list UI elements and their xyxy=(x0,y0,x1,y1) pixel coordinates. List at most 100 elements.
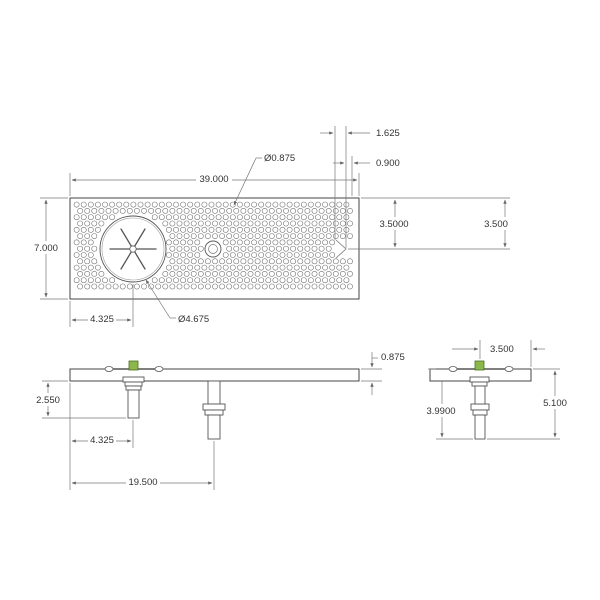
tray-hole xyxy=(222,264,229,271)
tray-hole xyxy=(329,252,336,258)
dim-plate-thickness: 0.875 xyxy=(381,352,405,363)
tray-hole xyxy=(300,214,307,221)
tray-hole xyxy=(176,208,183,214)
tray-hole xyxy=(290,258,296,265)
tray-hole xyxy=(87,226,94,233)
dim-rinser-depth: 2.550 xyxy=(36,395,60,406)
tray-hole xyxy=(329,239,336,246)
tray-hole xyxy=(254,208,261,214)
tray-hole xyxy=(212,258,218,265)
tray-hole xyxy=(187,277,194,284)
tray-hole xyxy=(293,252,300,258)
tray-hole xyxy=(212,233,218,239)
tray-hole xyxy=(187,214,194,221)
tray-hole xyxy=(137,201,144,208)
rinser-side xyxy=(448,360,514,440)
tray-hole xyxy=(233,245,240,252)
tray-hole xyxy=(293,214,300,221)
tray-hole xyxy=(272,226,279,233)
dim-overall-width: 7.000 xyxy=(34,243,58,254)
tray-hole xyxy=(304,245,311,252)
tray-hole xyxy=(91,245,98,252)
arrow-mark xyxy=(335,239,347,259)
tray-hole xyxy=(158,214,165,221)
tray-hole xyxy=(279,201,286,208)
tray-hole xyxy=(240,208,247,214)
tray-hole xyxy=(258,277,265,284)
tray-hole xyxy=(265,239,272,246)
tray-hole xyxy=(315,239,321,246)
tray-hole xyxy=(268,208,275,214)
tray-hole xyxy=(237,252,243,258)
tray-hole xyxy=(340,258,346,265)
tray-hole xyxy=(226,233,233,239)
tray-hole xyxy=(119,208,126,214)
tray-hole xyxy=(173,214,179,221)
tray-hole xyxy=(208,277,215,284)
tray-hole xyxy=(208,214,215,221)
tray-hole xyxy=(151,201,158,208)
tray-hole xyxy=(283,245,289,252)
tray-hole xyxy=(329,214,336,221)
tray-hole xyxy=(251,264,257,271)
tray-hole xyxy=(240,283,247,290)
tray-hole xyxy=(297,233,304,239)
tray-hole xyxy=(322,252,328,258)
tray-hole xyxy=(279,277,286,284)
tray-hole xyxy=(251,214,257,221)
tray-hole xyxy=(201,277,208,284)
tray-hole xyxy=(322,201,328,208)
tray-hole xyxy=(119,283,126,290)
tray-hole xyxy=(169,258,176,265)
tray-hole xyxy=(244,201,250,208)
tray-hole xyxy=(126,283,133,290)
tray-hole xyxy=(229,252,236,258)
tray-hole xyxy=(180,226,186,233)
tray-hole xyxy=(226,258,233,265)
dim-side-overall-depth: 5.100 xyxy=(543,398,567,409)
rinser-hub xyxy=(129,245,137,253)
dim-side-top-offset: 3.500 xyxy=(490,344,514,355)
tray-hole xyxy=(308,264,314,271)
tray-hole xyxy=(183,258,190,265)
tray-hole xyxy=(283,220,289,227)
tray-hole xyxy=(98,208,105,214)
tray-hole xyxy=(315,214,321,221)
tray-hole xyxy=(141,208,147,214)
tray-hole xyxy=(95,201,101,208)
tray-hole xyxy=(169,283,176,290)
tray-hole xyxy=(254,233,261,239)
tray-hole xyxy=(293,239,300,246)
tray-hole xyxy=(347,271,353,277)
tray-hole xyxy=(197,220,204,227)
tray-hole xyxy=(237,277,243,284)
tray-hole xyxy=(258,239,265,246)
tray-hole xyxy=(258,264,265,271)
tray-hole xyxy=(215,264,222,271)
tray-hole xyxy=(347,208,353,214)
tray-hole xyxy=(166,214,172,221)
tray-hole xyxy=(73,264,80,271)
tray-hole xyxy=(194,201,201,208)
tray-hole xyxy=(180,214,186,221)
tray-hole xyxy=(91,271,98,277)
tray-hole xyxy=(197,233,204,239)
tray-hole xyxy=(290,245,296,252)
tray-hole xyxy=(254,271,261,277)
tray-hole xyxy=(304,208,311,214)
tray-hole xyxy=(222,277,229,284)
tray-hole xyxy=(212,271,218,277)
rinser-valve xyxy=(128,360,139,371)
tray-hole xyxy=(87,201,94,208)
tray-hole xyxy=(84,233,91,239)
tray-hole xyxy=(233,271,240,277)
dim-rinser-offset-top: 4.325 xyxy=(90,314,114,325)
rinser-inner-ring xyxy=(101,217,165,281)
tray-hole xyxy=(322,264,328,271)
tray-hole xyxy=(205,271,211,277)
drip-tray-outline xyxy=(69,197,360,300)
tray-hole xyxy=(222,201,229,208)
tray-hole xyxy=(300,277,307,284)
tray-hole xyxy=(112,208,119,214)
tray-hole xyxy=(148,283,154,290)
